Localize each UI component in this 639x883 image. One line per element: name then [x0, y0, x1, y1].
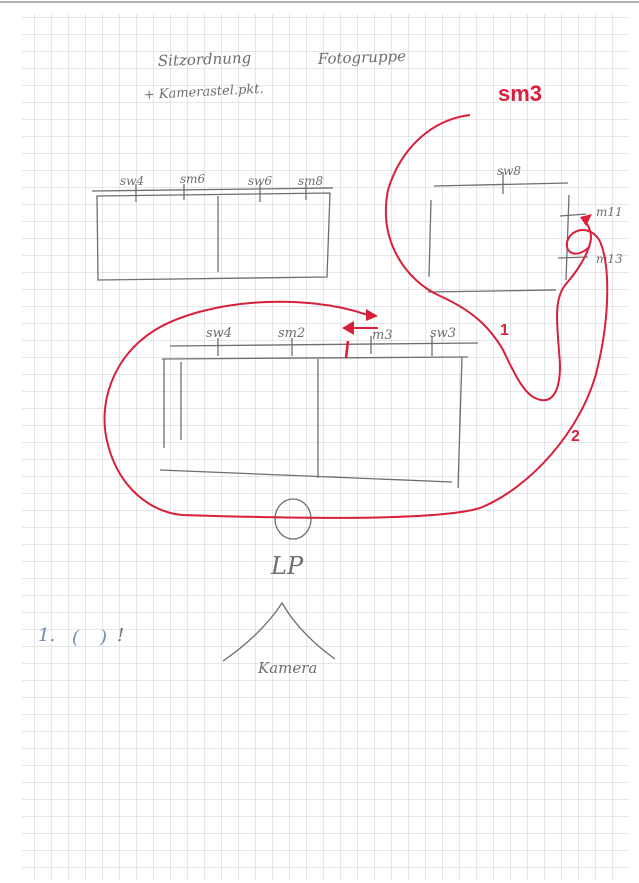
lp-label: LP	[270, 552, 304, 580]
back-right-table-left	[428, 199, 432, 278]
seat-label: sw4	[206, 326, 232, 341]
front-table-right	[457, 356, 463, 489]
back-right-table	[427, 172, 589, 293]
grid-area	[22, 14, 629, 880]
back-right-table-top	[433, 182, 569, 187]
back-right-seat-line	[565, 194, 570, 281]
title-line-2: + Kamerastel.pkt.	[143, 82, 264, 103]
annotation-sm3: sm3	[498, 81, 542, 106]
title: Sitzordnung Fotogruppe + Kamerastel.pkt.	[143, 47, 406, 103]
footnote-number: 1.	[38, 625, 55, 646]
back-left-table	[91, 184, 334, 281]
front-table-top	[161, 356, 469, 360]
route-1-line	[384, 114, 593, 402]
camera-symbol	[222, 601, 336, 662]
back-left-seat-line	[91, 187, 334, 192]
footnote: 1. ( ) !	[38, 625, 124, 648]
back-right-table-bottom	[427, 289, 557, 293]
seat-label: sw8	[497, 164, 521, 178]
seat-label: sm8	[298, 174, 324, 188]
seat-label: m3	[372, 328, 393, 343]
seat-label: sw6	[248, 174, 272, 188]
seat-label: sm2	[278, 326, 305, 341]
front-row-labels: sw4 sm2 m3 sw3	[206, 326, 456, 343]
title-word-2: Fotogruppe	[317, 47, 407, 68]
arrowhead-route-1	[580, 214, 592, 226]
arrowhead-into-front-row	[342, 321, 354, 335]
front-seat-line	[169, 342, 479, 347]
footnote-paren-open: (	[72, 627, 80, 648]
route-2-label: 2	[571, 428, 580, 445]
route-2-line	[103, 229, 609, 519]
seat-label: sm6	[180, 172, 206, 186]
front-table	[159, 336, 479, 489]
seat-label: m11	[596, 205, 623, 219]
arrowhead-route-2	[366, 309, 378, 321]
footnote-exclaim: !	[117, 625, 124, 646]
seat-marker-stroke	[344, 340, 350, 359]
front-table-bottom	[159, 469, 453, 483]
title-word-1: Sitzordnung	[158, 49, 252, 70]
lp-circle	[274, 498, 312, 540]
footnote-paren-close: )	[99, 627, 107, 648]
seat-label: sw3	[430, 326, 456, 341]
camera-label: Kamera	[257, 659, 317, 677]
seat-label: m13	[596, 252, 623, 266]
seat-label: sw4	[120, 174, 144, 188]
back-left-labels: sw4 sm6 sw6 sm8	[120, 172, 324, 188]
back-left-table-outline	[96, 192, 331, 281]
back-right-labels: sw8 m11 m13	[497, 164, 623, 266]
route-1-label: 1	[500, 322, 509, 339]
